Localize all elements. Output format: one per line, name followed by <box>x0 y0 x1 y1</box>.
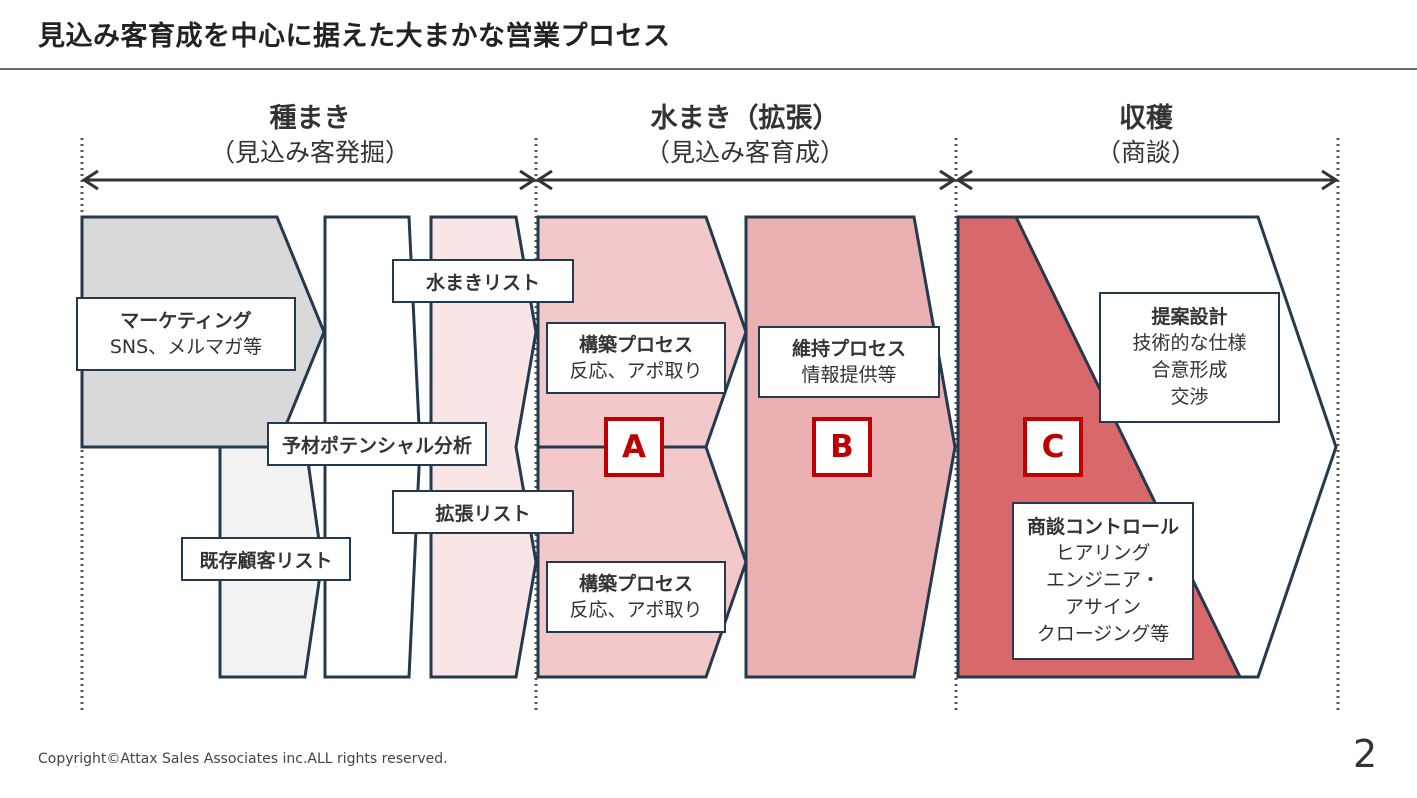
kakucho-list-box: 拡張リスト <box>392 490 574 534</box>
existing-customer-list-box: 既存顧客リスト <box>181 537 351 581</box>
phase-water: 水まき（拡張） （見込み客育成） <box>590 102 900 170</box>
build-process-box-upper: 構築プロセス 反応、アポ取り <box>546 322 726 394</box>
proposal-design-title: 提案設計 <box>1151 306 1228 328</box>
phase-harvest: 収穫 （商談） <box>1046 102 1246 170</box>
negotiation-control-line-1: ヒアリング <box>1055 542 1151 564</box>
build-process-box-lower: 構築プロセス 反応、アポ取り <box>546 561 726 633</box>
phase-harvest-title: 収穫 <box>1119 103 1173 134</box>
arrow-water-head-left <box>535 169 553 191</box>
proposal-design-box: 提案設計 技術的な仕様 合意形成 交渉 <box>1099 292 1280 423</box>
marketing-title: マーケティング <box>120 309 252 332</box>
negotiation-control-box: 商談コントロール ヒアリング エンジニア・ アサイン クロージング等 <box>1012 502 1194 660</box>
arrow-harvest-head-left <box>955 169 973 191</box>
marketing-text: SNS、メルマガ等 <box>109 335 263 358</box>
maintain-process-box: 維持プロセス 情報提供等 <box>758 326 940 398</box>
marketing-box: マーケティング SNS、メルマガ等 <box>76 297 296 371</box>
phase-seed-subtitle: （見込み客発掘） <box>209 138 410 167</box>
phase-harvest-subtitle: （商談） <box>1095 138 1196 167</box>
negotiation-control-line-4: クロージング等 <box>1036 623 1170 645</box>
slide-title: 見込み客育成を中心に据えた大まかな営業プロセス <box>38 21 671 52</box>
title-divider <box>0 68 1417 70</box>
stage-a-marker: A <box>604 417 664 477</box>
proposal-design-line-1: 技術的な仕様 <box>1132 332 1247 354</box>
page-number: 2 <box>1353 732 1378 776</box>
arrow-seed-head-right <box>519 169 537 191</box>
negotiation-control-title: 商談コントロール <box>1026 516 1179 538</box>
mizumaki-list-box: 水まきリスト <box>392 259 574 303</box>
negotiation-control-line-2: エンジニア・ <box>1045 569 1160 591</box>
arrow-seed-head-left <box>81 169 99 191</box>
stage-c-marker: C <box>1023 417 1083 477</box>
maintain-process-text: 情報提供等 <box>801 363 897 386</box>
build-process-text-upper: 反応、アポ取り <box>569 359 703 382</box>
phase-seed: 種まき （見込み客発掘） <box>160 102 460 170</box>
arrow-water-head-right <box>939 169 957 191</box>
proposal-design-line-2: 合意形成 <box>1151 359 1228 381</box>
arrow-harvest-head-right <box>1321 169 1339 191</box>
negotiation-control-line-3: アサイン <box>1064 596 1141 618</box>
build-process-title-lower: 構築プロセス <box>578 572 693 595</box>
maintain-process-title: 維持プロセス <box>791 337 906 360</box>
potential-analysis-box: 予材ポテンシャル分析 <box>267 422 487 466</box>
copyright-footer: Copyright©Attax Sales Associates inc.ALL… <box>38 751 448 767</box>
phase-arrows <box>81 169 1339 191</box>
phase-water-subtitle: （見込み客育成） <box>644 138 845 167</box>
build-process-text-lower: 反応、アポ取り <box>569 598 703 621</box>
build-process-title-upper: 構築プロセス <box>578 333 693 356</box>
proposal-design-line-3: 交渉 <box>1170 386 1209 408</box>
phase-water-title: 水まき（拡張） <box>650 103 840 134</box>
phase-seed-title: 種まき <box>269 103 351 134</box>
stage-b-marker: B <box>812 417 872 477</box>
